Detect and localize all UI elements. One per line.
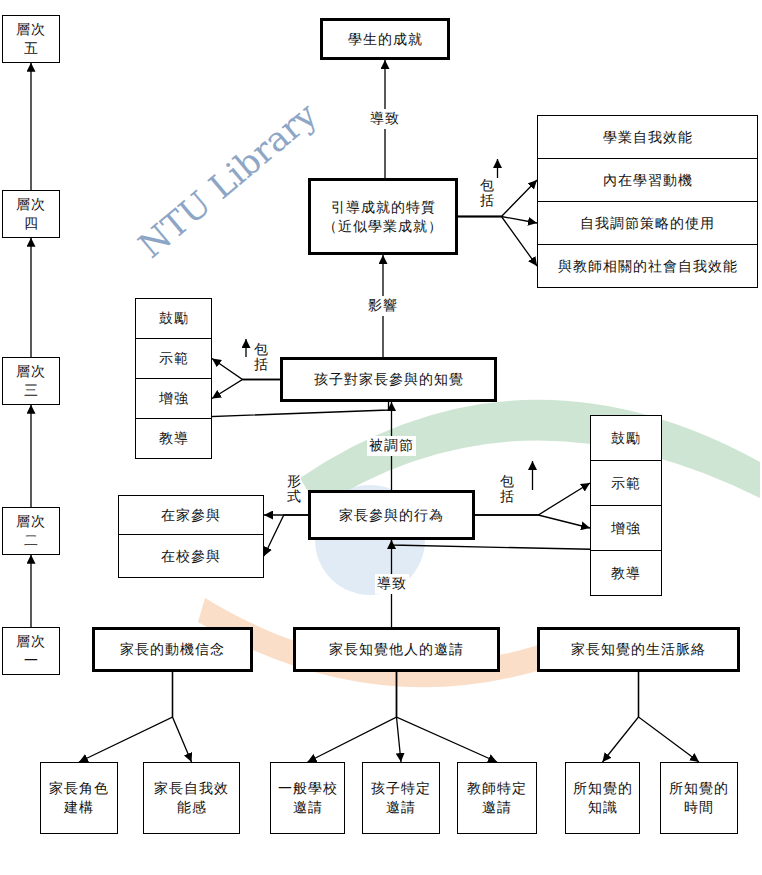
item-box: 示範 [135, 338, 212, 379]
node-text: 引導成就的特質 （近似學業成就） [317, 198, 449, 236]
item-box: 教師特定邀請 [457, 762, 537, 834]
item-box: 鼓勵 [135, 298, 212, 339]
node-text: 孩子對家長參與的知覺 [314, 370, 464, 389]
edge-label: 導致 [375, 574, 409, 594]
item-box: 在校參與 [118, 534, 264, 578]
item-box: 學業自我效能 [537, 115, 758, 159]
node-text: 一般學校邀請 [277, 779, 338, 817]
node-text: 與教師相關的社會自我效能 [558, 257, 738, 276]
process-box: 家長知覺他人的邀請 [293, 627, 500, 672]
item-box: 與教師相關的社會自我效能 [537, 244, 758, 288]
node-text: 家長知覺的生活脈絡 [571, 640, 706, 659]
edge-label: 被調節 [367, 436, 416, 456]
process-box: 引導成就的特質 （近似學業成就） [308, 178, 458, 255]
item-box: 孩子特定邀請 [362, 762, 440, 834]
node-text: 學業自我效能 [603, 128, 693, 147]
item-box: 示範 [590, 460, 662, 506]
connector-arrow [308, 672, 397, 762]
bracket-label: 包括 [254, 342, 268, 373]
level-box: 層次三 [2, 357, 60, 405]
item-box: 自我調節策略的使用 [537, 201, 758, 245]
connector-arrow [30, 555, 31, 627]
node-text: 內在學習動機 [603, 171, 693, 190]
item-box: 所知覺的時間 [660, 762, 738, 834]
connector-arrow [173, 672, 192, 762]
edge-label: 導致 [368, 109, 402, 129]
connector-arrow [212, 380, 280, 399]
node-text: 示範 [611, 474, 641, 493]
node-text: 在校參與 [161, 547, 221, 566]
edge-label: 影響 [366, 296, 400, 316]
node-text: 鼓勵 [159, 309, 189, 328]
node-text: 家長知覺他人的邀請 [329, 640, 464, 659]
node-text: 家長的動機信念 [120, 640, 225, 659]
node-text: 教導 [159, 429, 189, 448]
connector-arrow [475, 515, 590, 528]
connector-arrow [264, 515, 308, 556]
item-box: 所知覺的知識 [565, 762, 640, 834]
node-text: 增強 [611, 519, 641, 538]
process-box: 學生的成就 [320, 18, 450, 60]
node-text: 增強 [159, 389, 189, 408]
level-box: 層次二 [2, 507, 60, 555]
connector-arrow [603, 672, 639, 762]
connector-arrow [475, 483, 590, 515]
process-box: 家長參與的行為 [308, 490, 475, 540]
connector-arrow [30, 238, 31, 357]
item-box: 教導 [590, 550, 662, 596]
bracket-label: 形式 [287, 474, 301, 505]
node-text: 學生的成就 [348, 30, 423, 49]
node-text: 層次五 [9, 20, 53, 58]
node-text: 層次四 [9, 195, 53, 233]
node-text: 在家參與 [161, 506, 221, 525]
connector-arrow [30, 63, 31, 190]
level-box: 層次四 [2, 190, 60, 238]
item-box: 一般學校邀請 [270, 762, 345, 834]
node-text: 家長自我效能感 [150, 779, 233, 817]
node-text: 自我調節策略的使用 [580, 214, 715, 233]
connector-arrow [458, 217, 537, 224]
connector-arrow [639, 672, 700, 762]
connector-arrow [397, 672, 498, 762]
item-box: 增強 [590, 505, 662, 551]
node-text: 孩子特定邀請 [369, 779, 433, 817]
process-box: 家長的動機信念 [92, 627, 253, 672]
connector-arrow [212, 359, 280, 380]
connector-arrow [532, 461, 533, 490]
item-box: 教導 [135, 418, 212, 459]
bracket-label: 包括 [480, 178, 494, 209]
node-text: 鼓勵 [611, 429, 641, 448]
node-text: 教師特定邀請 [464, 779, 530, 817]
watermark-hand [198, 598, 565, 687]
connector-arrow [245, 339, 246, 357]
node-text: 家長參與的行為 [339, 506, 444, 525]
connector-arrow [79, 672, 173, 762]
connector-arrow [458, 180, 537, 217]
process-box: 孩子對家長參與的知覺 [280, 357, 497, 402]
item-box: 家長角色建構 [40, 762, 118, 834]
node-text: 所知覺的時間 [667, 779, 731, 817]
node-text: 教導 [611, 564, 641, 583]
process-box: 家長知覺的生活脈絡 [537, 627, 740, 672]
watermark-text: NTU Library [131, 94, 325, 265]
node-text: 層次三 [9, 362, 53, 400]
item-box: 在家參與 [118, 495, 264, 535]
connector-arrow [497, 159, 498, 178]
level-box: 層次一 [2, 627, 60, 675]
node-text: 層次二 [9, 512, 53, 550]
item-box: 家長自我效能感 [143, 762, 240, 834]
node-text: 示範 [159, 349, 189, 368]
item-box: 增強 [135, 378, 212, 419]
item-box: 鼓勵 [590, 415, 662, 461]
connector-arrow [458, 217, 537, 267]
bracket-label: 包括 [500, 474, 514, 505]
connector-arrow [30, 405, 31, 507]
level-box: 層次五 [2, 15, 60, 63]
node-text: 所知覺的知識 [572, 779, 633, 817]
node-text: 家長角色建構 [47, 779, 111, 817]
node-text: 層次一 [9, 632, 53, 670]
item-box: 內在學習動機 [537, 158, 758, 202]
